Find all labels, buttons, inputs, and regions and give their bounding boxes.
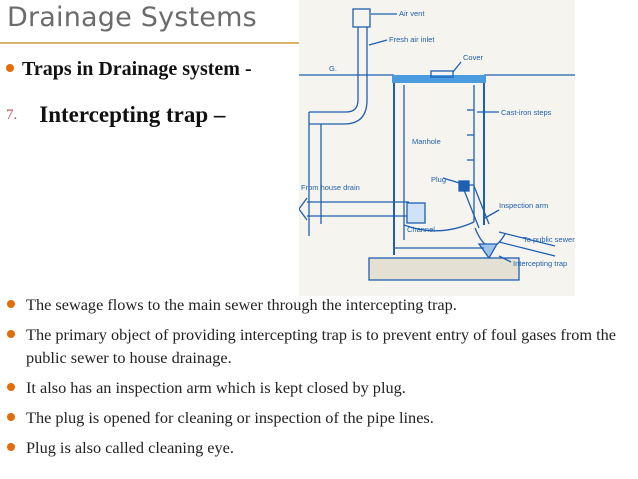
manhole-cover-slab [392,75,486,83]
air-vent-cap [352,8,371,28]
bullet-icon [7,330,15,338]
bullet-text: The plug is opened for cleaning or inspe… [26,408,434,427]
trap-water-seal [477,243,499,260]
label-from-house-drain: From house drain [301,183,360,192]
bullet-icon [7,300,15,308]
leader-plug [442,177,467,186]
title-underline [0,42,303,44]
subheading-text: Traps in Drainage system - [22,58,252,80]
house-drain-arrow [298,197,308,221]
inspection-arm-left [463,189,480,229]
bullet-text: The sewage flows to the main sewer throu… [26,295,457,314]
label-inspection-arm: Inspection arm [499,201,548,210]
channel [403,221,475,232]
label-intercepting-trap: Intercepting trap [513,259,567,268]
label-plug: Plug [431,175,446,184]
subheading: Traps in Drainage system - [6,58,252,81]
label-cast-iron-steps: Cast-iron steps [501,108,552,117]
bent-pipe-outer [309,99,359,113]
bullet-list: The sewage flows to the main sewer throu… [6,293,631,466]
diagram-svg: Air vent Fresh air inlet G. Cover Cast-i… [298,8,575,281]
bent-pipe-inner [309,99,368,125]
numbered-item: 7. Intercepting trap – [6,102,225,128]
intercepting-trap-diagram: Air vent Fresh air inlet G. Cover Cast-i… [298,0,575,296]
label-cover: Cover [463,53,484,62]
sewer-outlet-top [498,231,556,247]
label-to-public-sewer: To public sewer [523,235,575,244]
bullet-text: Plug is also called cleaning eye. [26,438,234,457]
bullet-icon [7,413,15,421]
label-air-vent: Air vent [399,9,425,18]
leader-fresh-air [368,39,388,46]
manhole-cover [430,70,454,78]
bend-fitting [406,202,426,224]
sewer-outlet-bottom [498,241,556,257]
leader-trap [498,255,512,263]
list-item: The primary object of providing intercep… [6,323,631,369]
item-number: 7. [6,107,18,123]
bullet-icon [7,383,15,391]
list-item: The sewage flows to the main sewer throu… [6,293,631,316]
label-channel: Channel [407,225,435,234]
list-item: The plug is opened for cleaning or inspe… [6,406,631,429]
label-fresh-air-inlet: Fresh air inlet [389,35,435,44]
leader-cover [452,61,462,73]
leader-inspection-arm [484,209,500,219]
label-ground: G. [329,64,337,73]
slide-title: Drainage Systems [7,2,257,33]
list-item: Plug is also called cleaning eye. [6,436,631,459]
bullet-icon [6,64,14,72]
concrete-base [368,257,520,281]
bullet-icon [7,443,15,451]
list-item: It also has an inspection arm which is k… [6,376,631,399]
plug [458,180,470,192]
item-label: Intercepting trap – [39,102,226,127]
bullet-text: The primary object of providing intercep… [26,325,617,367]
bullet-text: It also has an inspection arm which is k… [26,378,406,397]
inspection-arm-right [473,185,490,225]
label-manhole: Manhole [412,137,441,146]
